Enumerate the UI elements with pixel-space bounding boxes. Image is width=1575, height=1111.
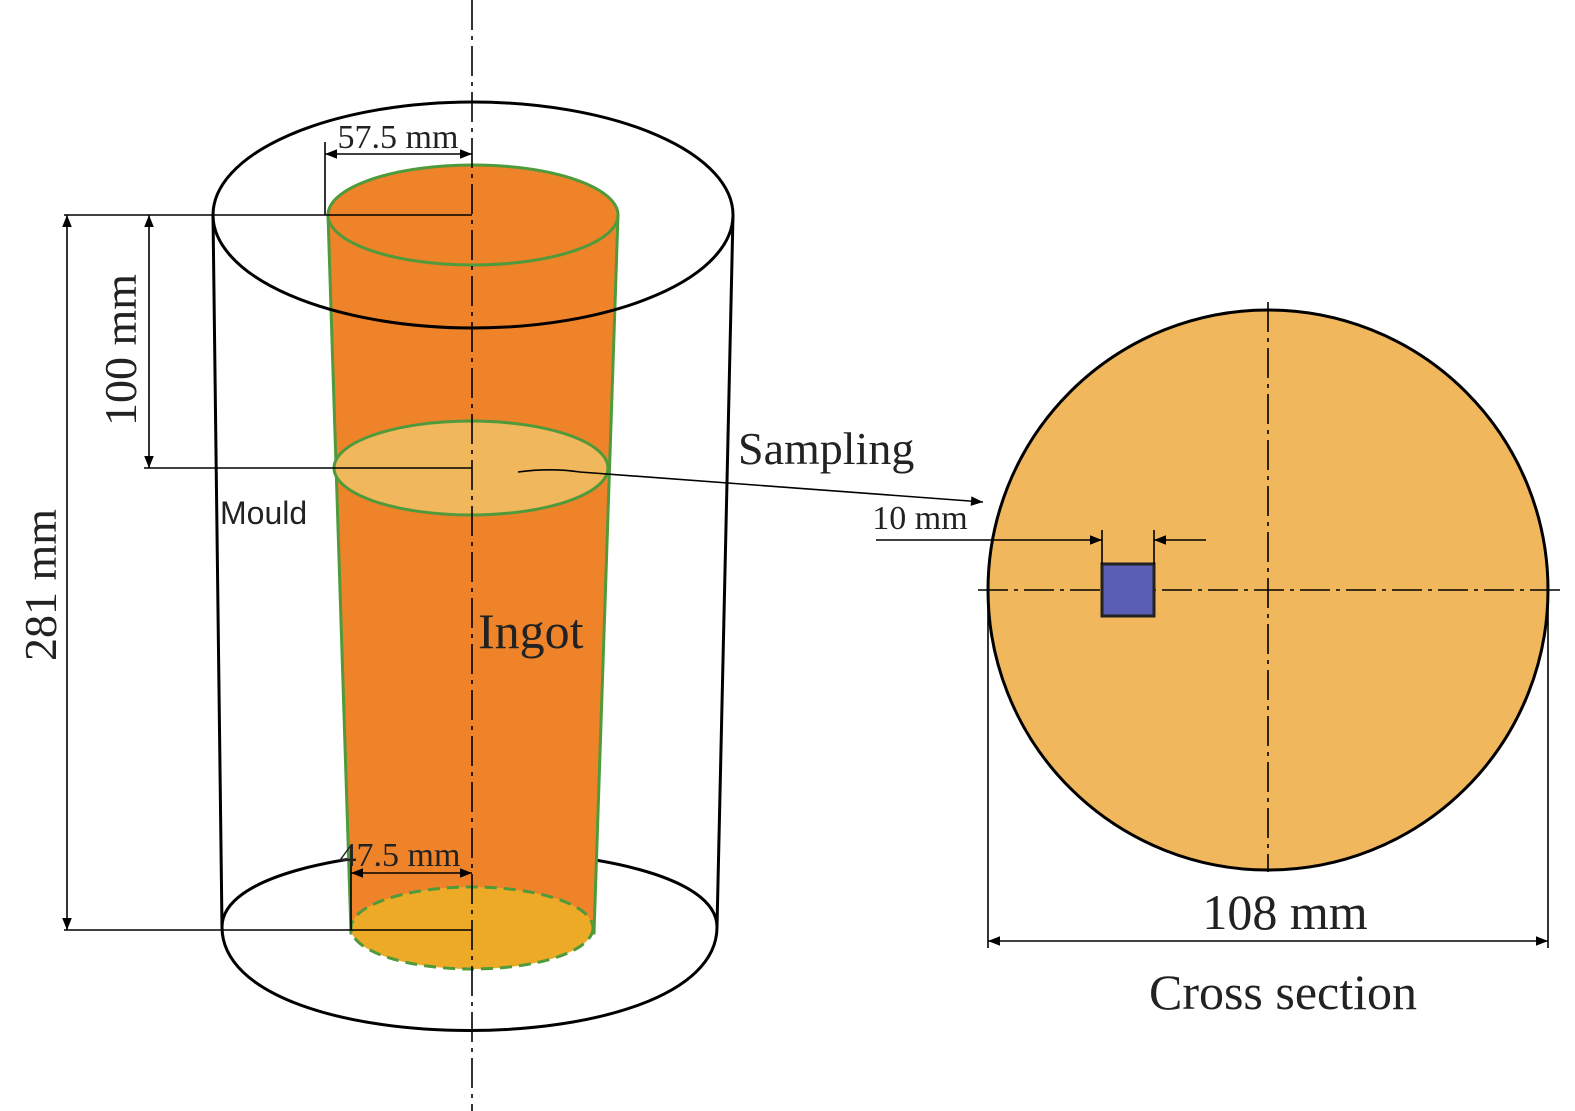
sampling-leader: Sampling bbox=[517, 423, 984, 506]
mould-label: Mould bbox=[220, 495, 307, 531]
sampling-arrow bbox=[517, 468, 984, 506]
mould-bottom-front-arc bbox=[220, 926, 719, 1032]
sample-specimen bbox=[1100, 562, 1156, 618]
ingot-label: Ingot bbox=[478, 603, 584, 659]
cross-section-caption: Cross section bbox=[1149, 964, 1417, 1020]
depth-label: 100 mm bbox=[95, 274, 146, 426]
top-width-label: 57.5 mm bbox=[338, 119, 459, 156]
sampling-label: Sampling bbox=[738, 423, 914, 474]
mould-right-wall bbox=[715, 214, 735, 928]
mould-left-wall bbox=[211, 214, 224, 928]
height-label: 281 mm bbox=[15, 509, 66, 661]
diameter-label: 108 mm bbox=[1202, 884, 1367, 940]
specimen-size-label: 10 mm bbox=[872, 500, 967, 537]
cross-section-view: 10 mm 108 mm Cross section bbox=[872, 302, 1560, 1020]
ingot-body bbox=[326, 213, 620, 935]
bottom-width-label: 47.5 mm bbox=[340, 837, 461, 874]
mould-ingot-assembly: 57.5 mm 47.5 mm 100 mm 281 mm Mould Ingo… bbox=[15, 0, 735, 1111]
